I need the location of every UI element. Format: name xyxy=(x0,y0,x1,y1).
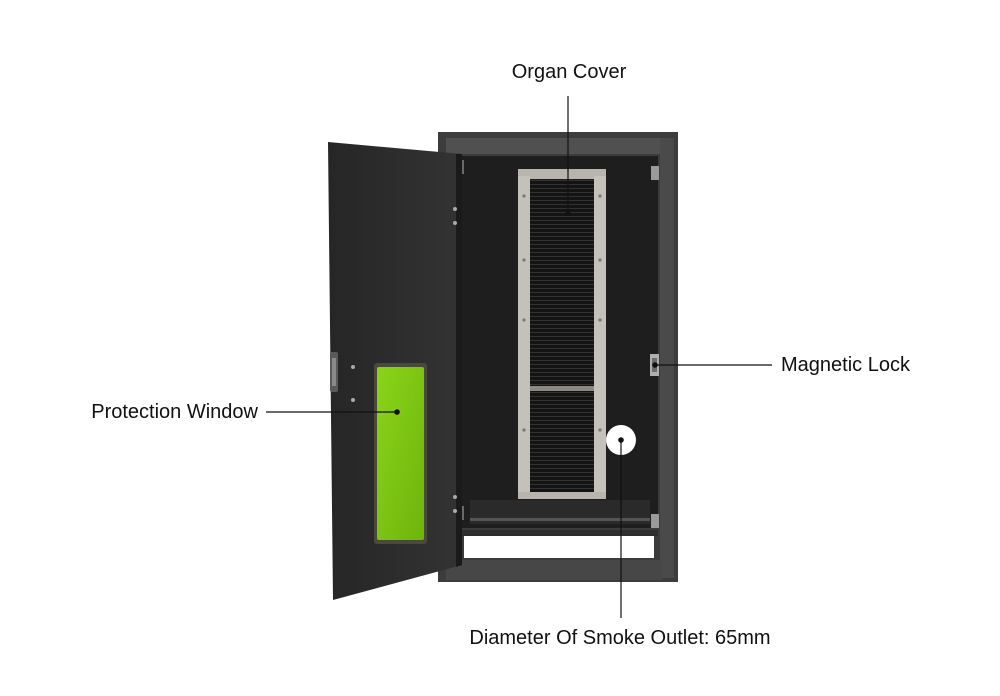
bottom-opening xyxy=(464,536,654,558)
door-screw xyxy=(351,398,355,402)
right-top-bracket xyxy=(651,166,659,180)
door-edge xyxy=(456,154,462,567)
organ-bellows-upper xyxy=(530,180,594,386)
leader-lines xyxy=(266,96,772,618)
bottom-opening-frame xyxy=(460,530,658,536)
right-bottom-bracket xyxy=(651,514,659,528)
magnetic-lock-label: Magnetic Lock xyxy=(781,354,910,376)
organ-bottom-plate xyxy=(518,492,606,499)
rail-screw xyxy=(598,428,602,432)
organ-right-rail xyxy=(594,176,606,498)
organ-cover xyxy=(518,169,606,499)
open-door xyxy=(328,142,462,600)
protection-window-label: Protection Window xyxy=(91,401,258,423)
rail-screw xyxy=(522,194,526,198)
smoke-outlet-label: Diameter Of Smoke Outlet: 65mm xyxy=(469,627,771,649)
rail-screw xyxy=(522,428,526,432)
door-screw xyxy=(453,221,457,225)
frame-bottom-rail xyxy=(446,560,662,580)
protection-window xyxy=(377,367,424,540)
floor-edge xyxy=(470,518,650,521)
organ-cover-label: Organ Cover xyxy=(511,61,627,83)
frame-top-rail xyxy=(446,138,662,154)
frame-right-post xyxy=(660,138,674,578)
door-screw xyxy=(351,365,355,369)
organ-crossbar xyxy=(530,386,594,391)
organ-left-rail xyxy=(518,176,530,498)
magnetic-lock-leader-dot xyxy=(652,362,658,368)
organ-cover-leader-dot xyxy=(565,210,571,216)
organ-bellows-lower xyxy=(530,391,594,492)
door-screw xyxy=(453,509,457,513)
smoke-outlet-leader-dot xyxy=(618,437,624,443)
protection-window-leader-dot xyxy=(394,409,400,415)
organ-top-plate xyxy=(518,169,606,179)
rail-screw xyxy=(598,318,602,322)
rail-screw xyxy=(598,194,602,198)
rail-screw xyxy=(522,318,526,322)
rail-screw xyxy=(598,258,602,262)
door-screw xyxy=(453,495,457,499)
door-screw xyxy=(453,207,457,211)
door-handle-grip xyxy=(332,358,336,386)
rail-screw xyxy=(522,258,526,262)
